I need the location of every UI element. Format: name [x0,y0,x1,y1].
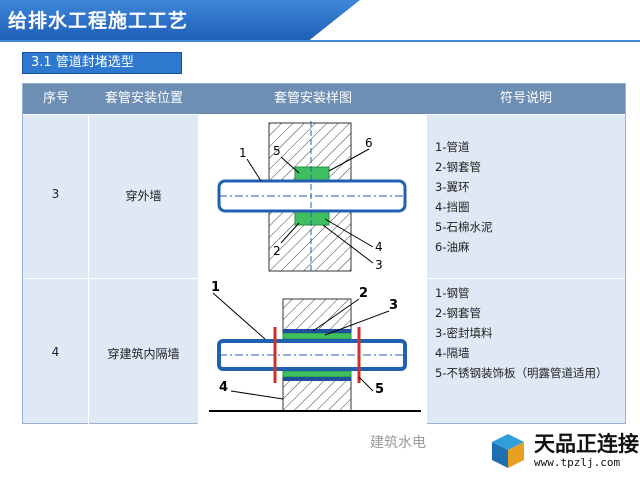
callout-3: 3 [389,298,398,313]
leader-1 [246,158,262,182]
header-position: 套管安装位置 [104,91,183,106]
section-tag: 3.1 管道封堵选型 [22,52,182,74]
callout-4: 4 [375,240,383,254]
brand-url: www.tpzlj.com [534,456,621,469]
leader-4 [324,218,374,248]
row-index-cell: 4 [23,279,89,424]
title-banner [0,0,360,40]
brand-name: 天品正连接 [534,432,639,456]
row-position-cell: 穿外墙 [89,115,199,278]
outer-wall-sleeve-diagram: 1 5 6 2 4 3 [217,121,407,273]
selection-table: 序号 套管安装位置 套管安装样图 符号说明 3 穿外墙 [22,83,626,424]
table-row: 4 穿建筑内隔墙 [23,278,625,424]
leader-4 [230,390,284,400]
table-header: 序号 套管安装位置 套管安装样图 符号说明 [23,84,625,114]
row-legend-cell: 1-钢管 2-钢套管 3-密封填料 4-隔墙 5-不锈钢装饰板（明露管道适用） [427,279,625,424]
leader-3 [324,310,390,336]
row-index-cell: 3 [23,115,89,278]
legend-item: 2-钢套管 [435,306,481,320]
leader-5 [358,376,374,392]
legend-list: 1-管道 2-钢套管 3-翼环 4-挡圈 5-石棉水泥 6-油麻 [435,137,492,257]
partition-wall-sleeve-diagram: 1 2 3 4 5 [209,280,421,412]
row-diagram-cell: 1 2 3 4 5 [199,279,427,424]
leader-2 [312,298,360,332]
callout-6: 6 [365,136,373,150]
row-position: 穿外墙 [125,189,162,203]
legend-item: 1-钢管 [435,286,470,300]
watermark: 建筑水电 [370,435,426,451]
legend-item: 3-密封填料 [435,326,493,340]
callout-1: 1 [239,146,247,160]
sealant-bottom [282,370,352,378]
legend-item: 4-隔墙 [435,346,470,360]
header-legend: 符号说明 [499,91,552,106]
callout-5: 5 [375,382,384,397]
title-divider [0,40,640,42]
row-position: 穿建筑内隔墙 [107,347,180,361]
legend-item: 2-钢套管 [435,160,481,174]
page-title: 给排水工程施工工艺 [8,10,189,32]
table-row: 3 穿外墙 [23,114,625,278]
row-legend-cell: 1-管道 2-钢套管 3-翼环 4-挡圈 5-石棉水泥 6-油麻 [427,115,625,278]
row-index: 4 [51,345,60,359]
leader-5 [280,156,300,174]
legend-list: 1-钢管 2-钢套管 3-密封填料 4-隔墙 5-不锈钢装饰板（明露管道适用） [435,283,621,383]
leader-2 [280,222,300,244]
callout-5: 5 [273,144,281,158]
header-diagram: 套管安装样图 [273,91,352,106]
filler-top [294,166,330,182]
callout-2: 2 [273,244,281,258]
legend-item: 6-油麻 [435,240,470,254]
leader-3 [322,224,374,264]
legend-item: 4-挡圈 [435,200,470,214]
leader-6 [328,148,370,172]
header-index: 序号 [42,91,69,106]
row-position-cell: 穿建筑内隔墙 [89,279,199,424]
callout-4: 4 [219,380,228,395]
brand-logo-icon [492,434,524,468]
filler-bottom [294,210,330,226]
legend-item: 5-石棉水泥 [435,220,493,234]
callout-2: 2 [359,286,368,301]
sleeve-bottom [283,377,351,381]
sleeve-top [283,329,351,333]
row-index: 3 [51,187,60,201]
callout-1: 1 [211,280,220,295]
sealant-top [282,332,352,340]
row-diagram-cell: 1 5 6 2 4 3 [199,115,427,278]
legend-item: 5-不锈钢装饰板（明露管道适用） [435,366,608,380]
callout-3: 3 [375,258,383,272]
legend-item: 3-翼环 [435,180,470,194]
legend-item: 1-管道 [435,140,470,154]
leader-1 [212,292,266,340]
